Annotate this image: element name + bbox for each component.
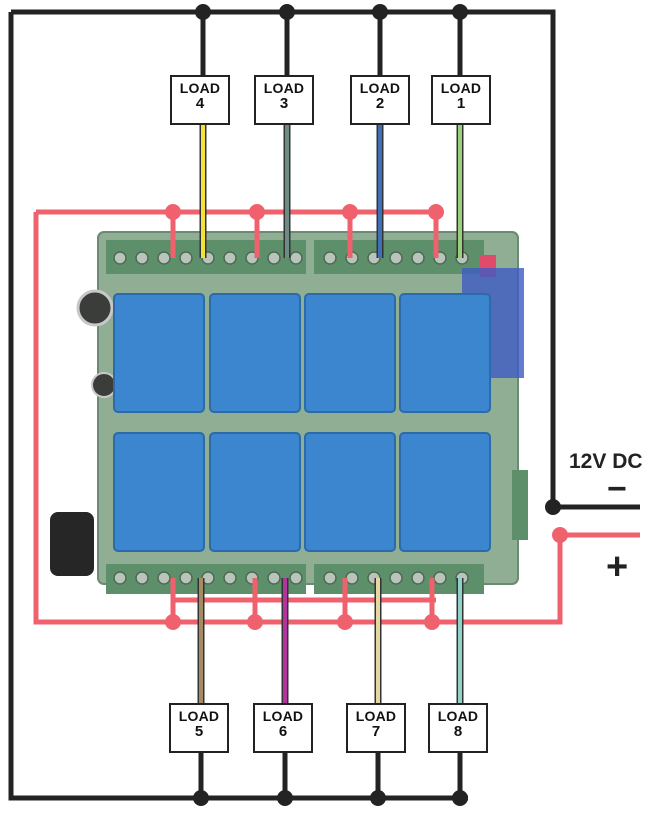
negative-left-wire — [8, 12, 468, 801]
load-number: 5 — [194, 723, 204, 741]
terminal-screw — [411, 251, 425, 265]
load-label: LOAD — [178, 708, 220, 724]
load-8-box: LOAD 8 — [428, 703, 488, 753]
load-number: 1 — [456, 95, 466, 113]
terminal-screw — [433, 571, 447, 585]
negative-junction — [452, 4, 468, 20]
load-label: LOAD — [262, 708, 304, 724]
terminal-screw — [267, 571, 281, 585]
terminal-screw — [157, 571, 171, 585]
power-terminal — [512, 470, 528, 540]
positive-junction — [247, 614, 263, 630]
positive-left-wire — [33, 212, 640, 625]
terminal-screw — [289, 571, 303, 585]
terminal-screw — [179, 571, 193, 585]
relay — [209, 293, 301, 413]
positive-junction — [337, 614, 353, 630]
load-label: LOAD — [359, 80, 401, 96]
load-number: 8 — [453, 723, 463, 741]
supply-voltage-label: 12V DC — [569, 450, 643, 473]
load-number: 6 — [278, 723, 288, 741]
load-label: LOAD — [440, 80, 482, 96]
load-label: LOAD — [263, 80, 305, 96]
positive-junction — [165, 204, 181, 220]
terminal-screw — [113, 251, 127, 265]
load-1-box: LOAD 1 — [431, 75, 491, 125]
relay — [399, 432, 491, 552]
terminal-screw — [267, 251, 281, 265]
capacitor-large — [76, 289, 114, 327]
load-label: LOAD — [355, 708, 397, 724]
terminal-screw — [223, 251, 237, 265]
capacitor-small — [91, 372, 117, 398]
negative-junction — [370, 790, 386, 806]
positive-junction — [249, 204, 265, 220]
relay — [304, 432, 396, 552]
terminal-screw — [323, 251, 337, 265]
terminal-screw — [289, 251, 303, 265]
inductor — [50, 512, 94, 576]
terminal-screw — [389, 571, 403, 585]
terminal-screw — [411, 571, 425, 585]
terminal-screw — [157, 251, 171, 265]
minus-sign: − — [607, 470, 627, 508]
plus-sign: + — [606, 546, 629, 588]
positive-supply-junction — [552, 527, 568, 543]
negative-junction — [452, 790, 468, 806]
load-label: LOAD — [179, 80, 221, 96]
negative-junction — [195, 4, 211, 20]
negative-junction — [279, 4, 295, 20]
load-number: 4 — [195, 95, 205, 113]
terminal-screw — [113, 571, 127, 585]
terminal-screw — [345, 571, 359, 585]
positive-wiring — [33, 209, 640, 625]
positive-junction — [428, 204, 444, 220]
terminal-screw — [223, 571, 237, 585]
terminal-screw — [135, 571, 149, 585]
terminal-screw — [389, 251, 403, 265]
relay — [113, 293, 205, 413]
relay — [399, 293, 491, 413]
load-label: LOAD — [437, 708, 479, 724]
positive-junction — [342, 204, 358, 220]
load-2-box: LOAD 2 — [350, 75, 410, 125]
negative-junction — [193, 790, 209, 806]
load-6-box: LOAD 6 — [253, 703, 313, 753]
relay — [209, 432, 301, 552]
load-number: 2 — [375, 95, 385, 113]
load-number: 3 — [279, 95, 289, 113]
positive-junction — [424, 614, 440, 630]
load-7-box: LOAD 7 — [346, 703, 406, 753]
positive-junction — [165, 614, 181, 630]
relay — [304, 293, 396, 413]
negative-supply-junction — [545, 499, 561, 515]
terminal-screw — [179, 251, 193, 265]
relay-board — [50, 231, 528, 594]
load-4-box: LOAD 4 — [170, 75, 230, 125]
relay — [113, 432, 205, 552]
terminal-screw — [135, 251, 149, 265]
negative-junction — [372, 4, 388, 20]
terminal-screw — [323, 571, 337, 585]
load-3-box: LOAD 3 — [254, 75, 314, 125]
negative-junction — [277, 790, 293, 806]
load-5-box: LOAD 5 — [169, 703, 229, 753]
load-number: 7 — [371, 723, 381, 741]
